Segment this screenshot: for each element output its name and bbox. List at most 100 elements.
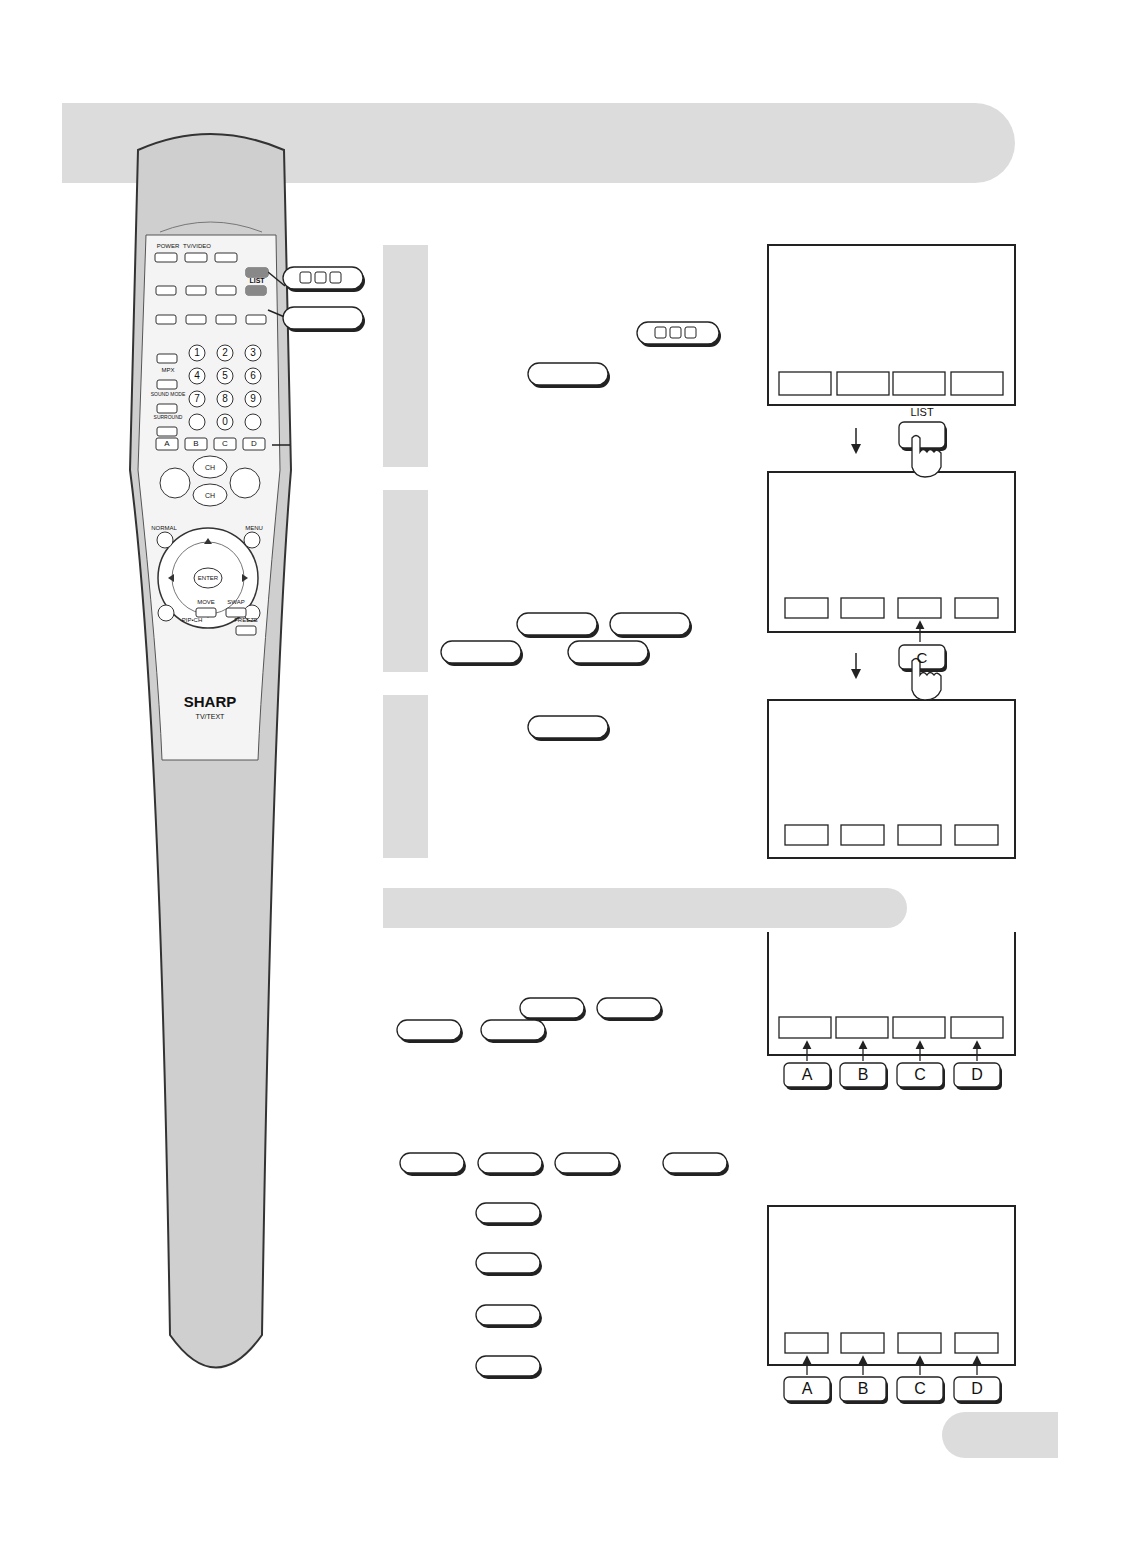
key-label: C xyxy=(914,1381,926,1397)
screen-box xyxy=(951,1017,1003,1038)
remote-button xyxy=(186,286,206,295)
key-cap xyxy=(476,1305,540,1325)
key-cap xyxy=(954,1063,1000,1087)
key-cap xyxy=(954,1377,1000,1401)
key-cap xyxy=(899,645,945,669)
key-label: B xyxy=(858,1067,869,1083)
remote-button xyxy=(214,438,236,450)
key-cap xyxy=(897,1063,943,1087)
key-arrow xyxy=(919,622,920,642)
number-key xyxy=(189,391,205,407)
remote-button xyxy=(215,253,237,262)
remote-button xyxy=(156,315,176,324)
remote-button xyxy=(157,427,177,436)
key-cap xyxy=(481,1020,545,1040)
key-label: C xyxy=(914,1067,926,1083)
remote-body xyxy=(130,134,291,1368)
step-panel xyxy=(383,245,428,467)
remote-button xyxy=(216,286,236,295)
number-key xyxy=(217,368,233,384)
key-cap xyxy=(476,1203,540,1223)
remote-key-label: NORMAL xyxy=(151,525,177,531)
remote-button xyxy=(216,315,236,324)
remote-button xyxy=(156,438,178,450)
remote-key-label: 7 xyxy=(194,394,200,404)
remote-key-label: 8 xyxy=(222,394,228,404)
remote-key-label: MOVE xyxy=(197,599,215,605)
pointing-hand xyxy=(912,659,941,701)
enter-key xyxy=(194,568,222,588)
screen-box xyxy=(898,598,941,618)
brand-logo: SHARP xyxy=(184,694,237,709)
remote-key-label: MPX xyxy=(161,367,174,373)
key-label: B xyxy=(858,1381,869,1397)
key-cap xyxy=(441,641,521,663)
remote-button xyxy=(155,253,177,262)
remote-key-label: TV/VIDEO xyxy=(183,243,211,249)
key-cap xyxy=(597,998,661,1018)
remote-key-label: TV/TEXT xyxy=(196,713,225,720)
ch-vol-keys xyxy=(157,456,260,621)
remote-key-label: PIP•CH xyxy=(182,617,202,623)
remote-key-label: 4 xyxy=(194,371,200,381)
remote-key-label: SOUND MODE xyxy=(151,392,185,397)
remote-button xyxy=(186,315,206,324)
teletext-icon xyxy=(315,272,326,283)
remote-key-label: SWAP xyxy=(227,599,244,605)
remote-button xyxy=(226,608,246,617)
key-cap xyxy=(568,641,648,663)
remote-key-label: C xyxy=(222,440,228,448)
key-arrow xyxy=(919,1357,920,1375)
dpad xyxy=(158,528,258,628)
remote-button xyxy=(246,286,266,295)
remote-key-label: 3 xyxy=(250,348,256,358)
key-cap xyxy=(397,1020,461,1040)
key-cap xyxy=(283,307,363,329)
remote-button xyxy=(246,315,266,324)
remote-button xyxy=(156,286,176,295)
dpad-ring xyxy=(172,542,244,614)
remote-key-label: CH xyxy=(205,492,215,499)
screen-box xyxy=(836,1017,888,1038)
key-cap xyxy=(283,267,363,289)
key-cap xyxy=(840,1377,886,1401)
remote-key-label: 9 xyxy=(250,394,256,404)
remote-button xyxy=(236,626,256,635)
screen-box xyxy=(785,825,828,845)
tv-screens xyxy=(768,245,1015,1365)
key-cap xyxy=(840,1063,886,1087)
screen-box xyxy=(893,1017,945,1038)
key-arrow xyxy=(919,1042,920,1061)
key-cap xyxy=(517,613,597,635)
dpad-arrows xyxy=(168,538,248,618)
remote-key-label: D xyxy=(251,440,257,448)
remote-key-label: 0 xyxy=(222,417,228,427)
remote-key-label: MENU xyxy=(245,525,263,531)
subheader-band xyxy=(383,888,907,928)
step-panel xyxy=(383,695,428,858)
remote-key-label: 1 xyxy=(194,348,200,358)
key-cap xyxy=(637,322,719,344)
key-cap xyxy=(663,1153,727,1173)
remote-key-label: 2 xyxy=(222,348,228,358)
highlight-key xyxy=(246,286,266,295)
screen-box xyxy=(841,598,884,618)
leader-lines xyxy=(268,272,290,445)
key-cap xyxy=(610,613,690,635)
screen-box xyxy=(785,1333,828,1353)
key-cap xyxy=(555,1153,619,1173)
screen-box xyxy=(785,598,828,618)
screen-box xyxy=(955,1333,998,1353)
remote-key-label: 5 xyxy=(222,371,228,381)
key-shapes xyxy=(155,253,1003,1404)
key-cap xyxy=(897,1377,943,1401)
screen-box xyxy=(898,825,941,845)
key-arrow xyxy=(976,1357,977,1375)
number-key xyxy=(245,391,261,407)
key-cap xyxy=(476,1253,540,1273)
remote-key-label: B xyxy=(193,440,198,448)
number-key xyxy=(217,391,233,407)
highlight-key xyxy=(246,268,268,277)
teletext-icon xyxy=(685,327,696,338)
